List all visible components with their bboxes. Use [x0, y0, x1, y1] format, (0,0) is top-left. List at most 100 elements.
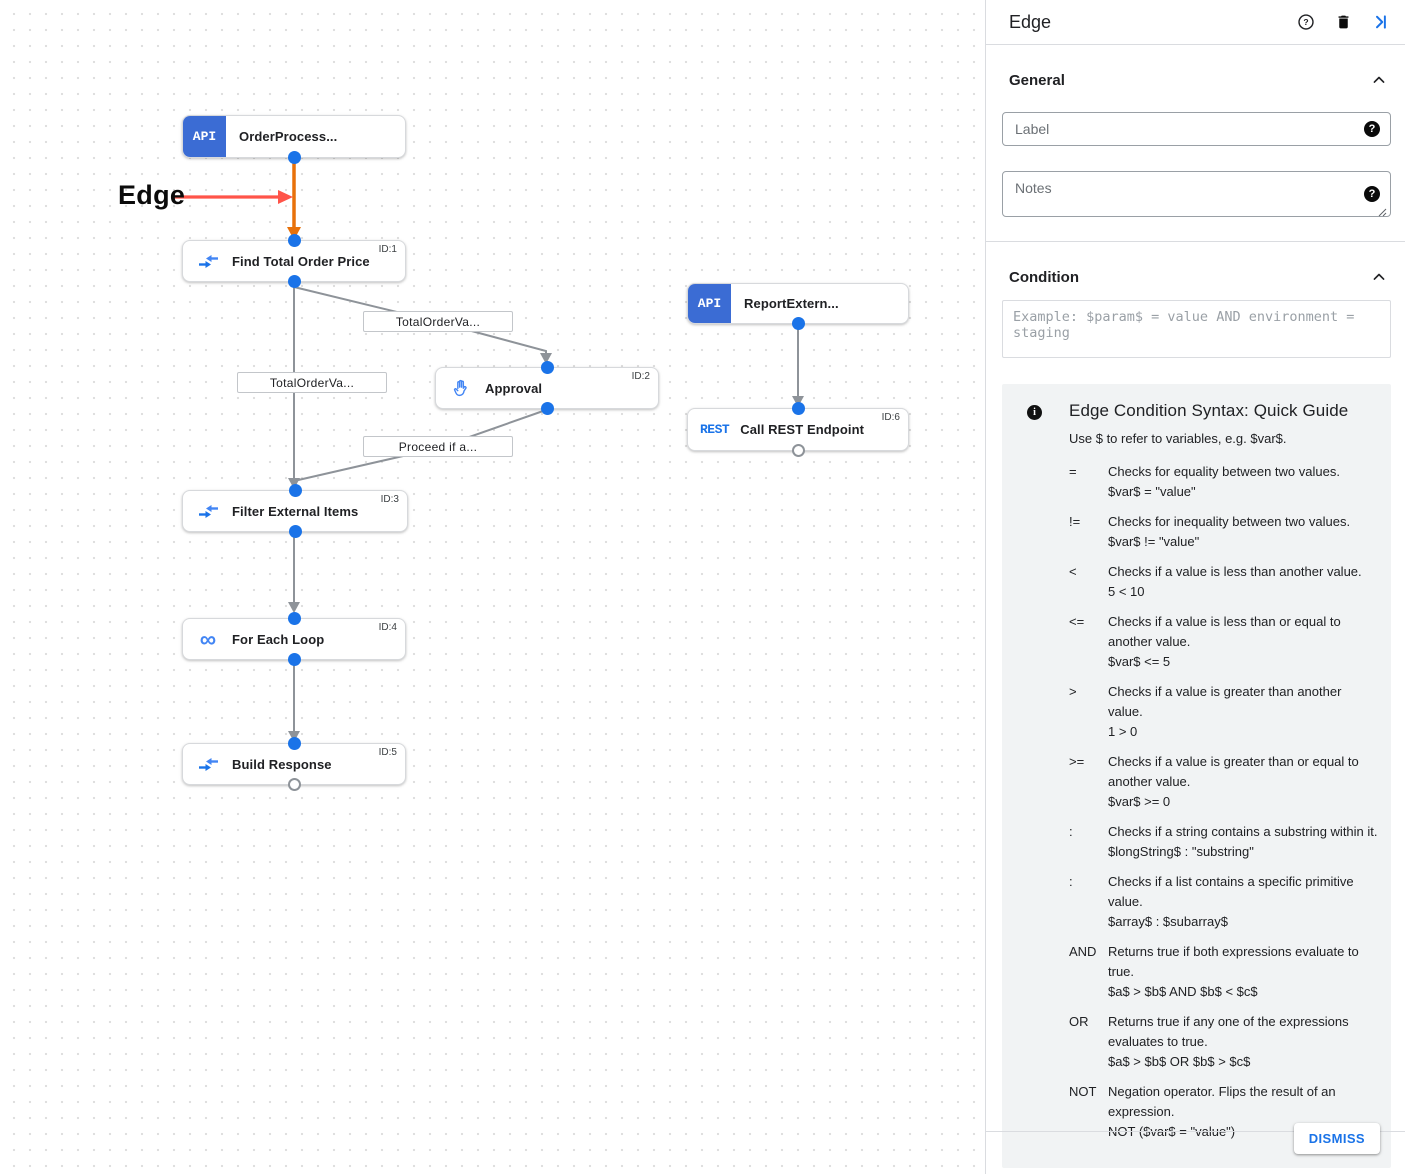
output-connector[interactable] [287, 151, 301, 164]
guide-description: Checks for inequality between two values… [1108, 514, 1351, 529]
guide-description: Returns true if both expressions evaluat… [1108, 944, 1359, 979]
node-id-badge: ID:2 [631, 371, 650, 382]
guide-row: < Checks if a value is less than another… [1069, 562, 1379, 602]
guide-row: AND Returns true if both expressions eva… [1069, 942, 1379, 1002]
guide-subtitle: Use $ to refer to variables, e.g. $var$. [1069, 431, 1287, 446]
input-connector[interactable] [791, 402, 805, 415]
guide-example: 1 > 0 [1108, 724, 1138, 739]
edge-label-text: Proceed if a... [398, 439, 478, 454]
node-title: OrderProcess... [239, 129, 338, 144]
api-trigger-icon: API [183, 116, 226, 157]
chevron-up-icon[interactable] [1369, 267, 1389, 287]
data-mapping-icon [197, 254, 219, 269]
annotation-arrowhead [278, 190, 293, 204]
guide-description: Checks if a string contains a substring … [1108, 824, 1378, 839]
guide-operator: = [1069, 464, 1077, 479]
guide-operator: != [1069, 514, 1081, 529]
guide-description: Checks if a value is less than another v… [1108, 564, 1362, 579]
condition-syntax-guide: i Edge Condition Syntax: Quick Guide Use… [1002, 384, 1391, 1168]
node-build-response[interactable]: Build Response ID:5 [182, 737, 406, 791]
guide-row: <= Checks if a value is less than or equ… [1069, 612, 1379, 672]
output-connector[interactable] [288, 525, 302, 538]
node-filter-external-items[interactable]: Filter External Items ID:3 [182, 484, 408, 538]
rest-icon: REST [700, 422, 730, 437]
output-connector[interactable] [791, 317, 805, 330]
node-approval[interactable]: Approval ID:2 [435, 361, 659, 415]
edge-label-total-order-1[interactable]: TotalOrderVa... [363, 311, 513, 332]
node-title: Approval [485, 380, 543, 396]
guide-example: $a$ > $b$ AND $b$ < $c$ [1108, 984, 1258, 999]
resize-handle-icon[interactable] [1378, 204, 1387, 217]
panel-footer: DISMISS [986, 1123, 1405, 1174]
dismiss-button[interactable]: DISMISS [1293, 1123, 1380, 1154]
input-connector[interactable] [287, 612, 301, 625]
guide-operator: NOT [1069, 1084, 1097, 1099]
chevron-up-icon[interactable] [1369, 70, 1389, 90]
edge-find-to-approval[interactable] [293, 286, 547, 354]
output-connector-open[interactable] [791, 444, 805, 457]
node-title: Find Total Order Price [232, 253, 370, 269]
node-trigger-reportextern[interactable]: API ReportExtern... [687, 283, 909, 330]
info-icon: i [1027, 405, 1042, 420]
data-mapping-icon [197, 504, 219, 519]
help-icon[interactable]: ? [1297, 13, 1315, 31]
notes-help-icon[interactable]: ? [1364, 186, 1380, 202]
arrowhead [792, 396, 804, 407]
loop-icon: ∞ [199, 626, 217, 652]
guide-row: = Checks for equality between two values… [1069, 462, 1379, 502]
node-for-each-loop[interactable]: ∞ For Each Loop ID:4 [182, 612, 406, 666]
node-id-badge: ID:6 [881, 412, 900, 423]
label-help-icon[interactable]: ? [1364, 121, 1380, 137]
guide-example: $var$ >= 0 [1108, 794, 1171, 809]
input-connector[interactable] [540, 361, 554, 374]
panel-title: Edge [1009, 11, 1052, 32]
collapse-panel-icon[interactable] [1371, 13, 1389, 31]
arrowhead [540, 353, 552, 364]
node-find-total-order-price[interactable]: Find Total Order Price ID:1 [182, 234, 406, 288]
output-connector[interactable] [287, 653, 301, 666]
edges-layer [172, 158, 804, 742]
approval-hand-icon [450, 378, 472, 398]
panel-header: Edge ? [986, 0, 1405, 45]
notes-input[interactable] [1002, 171, 1391, 217]
guide-operator: < [1069, 564, 1077, 579]
notes-field-wrap: ? [1002, 171, 1391, 217]
guide-operator: : [1069, 824, 1073, 839]
output-connector[interactable] [287, 275, 301, 288]
guide-example: $var$ = "value" [1108, 484, 1196, 499]
flow-canvas[interactable]: Edge TotalOrderVa... TotalOrderVa... Pro… [0, 0, 985, 1174]
node-id-badge: ID:1 [378, 244, 397, 255]
input-connector[interactable] [288, 484, 302, 497]
node-title: Call REST Endpoint [740, 422, 865, 437]
guide-row: >= Checks if a value is greater than or … [1069, 752, 1379, 812]
label-input[interactable] [1002, 112, 1391, 146]
node-trigger-orderprocess[interactable]: API OrderProcess... [182, 115, 406, 164]
guide-row: OR Returns true if any one of the expres… [1069, 1012, 1379, 1072]
delete-icon[interactable] [1334, 13, 1352, 31]
guide-example: $a$ > $b$ OR $b$ > $c$ [1108, 1054, 1251, 1069]
output-connector[interactable] [540, 402, 554, 415]
api-trigger-icon: API [688, 284, 731, 323]
condition-section-header: Condition [1009, 267, 1391, 287]
label-field-wrap: ? [1002, 112, 1391, 146]
condition-input[interactable] [1002, 300, 1391, 358]
output-connector-open[interactable] [287, 778, 301, 791]
input-connector[interactable] [287, 234, 301, 247]
guide-operator: <= [1069, 614, 1085, 629]
guide-operator: > [1069, 684, 1077, 699]
node-call-rest-endpoint[interactable]: REST Call REST Endpoint ID:6 [687, 402, 909, 457]
input-connector[interactable] [287, 737, 301, 750]
node-title: Build Response [232, 756, 332, 772]
general-section-title: General [1009, 71, 1065, 89]
guide-description: Checks if a value is less than or equal … [1108, 614, 1341, 649]
arrowhead [288, 602, 300, 613]
edge-label-proceed[interactable]: Proceed if a... [363, 436, 513, 457]
edge-label-total-order-2[interactable]: TotalOrderVa... [237, 372, 387, 393]
node-id-badge: ID:3 [380, 494, 399, 505]
condition-section-title: Condition [1009, 268, 1079, 286]
guide-operator: : [1069, 874, 1073, 889]
guide-description: Negation operator. Flips the result of a… [1108, 1084, 1336, 1119]
guide-row: > Checks if a value is greater than anot… [1069, 682, 1379, 742]
guide-description: Checks if a value is greater than or equ… [1108, 754, 1359, 789]
data-mapping-icon [197, 757, 219, 772]
